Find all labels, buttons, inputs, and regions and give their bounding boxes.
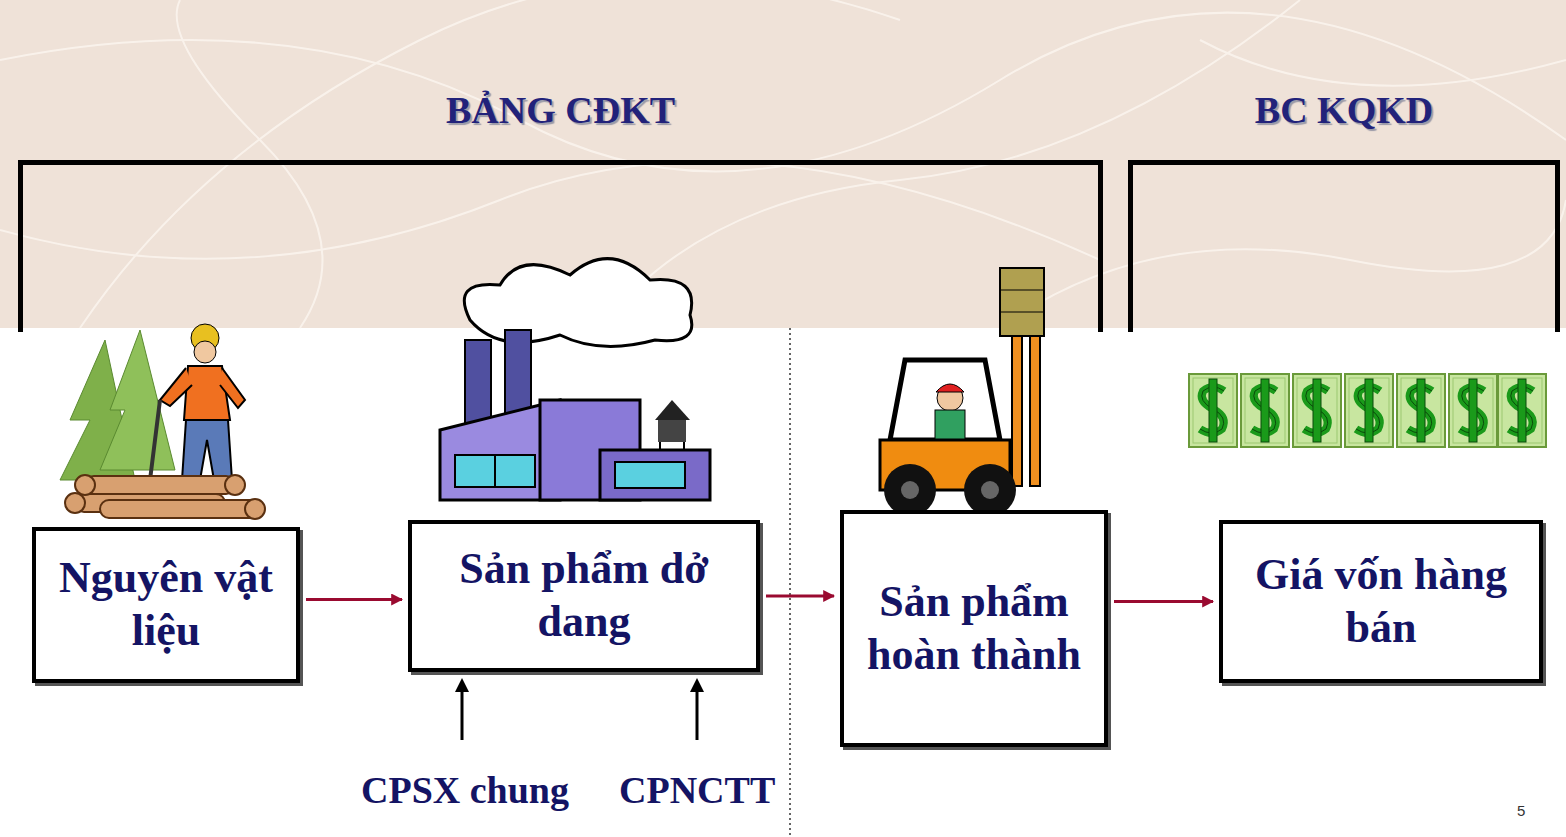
worker-illustration: [60, 324, 265, 519]
flow-arrow: [766, 595, 834, 598]
box-label: Sản phẩm hoàn thành: [854, 576, 1094, 682]
process-box: Nguyên vật liệu: [32, 527, 300, 683]
box-label: Giá vốn hàng bán: [1233, 549, 1529, 655]
page-number: 5: [1517, 802, 1525, 819]
statement-region: BẢNG CĐKT Nguyên vật liệu Sản phẩm dở dang…: [18, 60, 1103, 837]
box-label: Nguyên vật liệu: [46, 552, 286, 658]
process-box: Sản phẩm dở dang: [408, 520, 760, 672]
forklift-illustration: [880, 268, 1044, 516]
region-outline: [18, 160, 1103, 332]
flow-arrow: [306, 598, 402, 601]
process-box: Sản phẩm hoàn thành: [840, 510, 1108, 747]
cost-label: CPSX chung: [361, 768, 569, 812]
region-outline: [1128, 160, 1560, 332]
process-box: Giá vốn hàng bán: [1219, 520, 1543, 683]
statement-region: BC KQKD Giá vốn hàng bán: [1128, 60, 1560, 837]
box-label: Sản phẩm dở dang: [422, 543, 746, 649]
money-illustration: [1189, 374, 1546, 447]
cost-label: CPNCTT: [619, 768, 775, 812]
statement-heading: BC KQKD: [1128, 88, 1560, 134]
flow-arrow: [1114, 600, 1213, 603]
factory-illustration: [440, 259, 710, 500]
statement-heading: BẢNG CĐKT: [18, 88, 1103, 134]
